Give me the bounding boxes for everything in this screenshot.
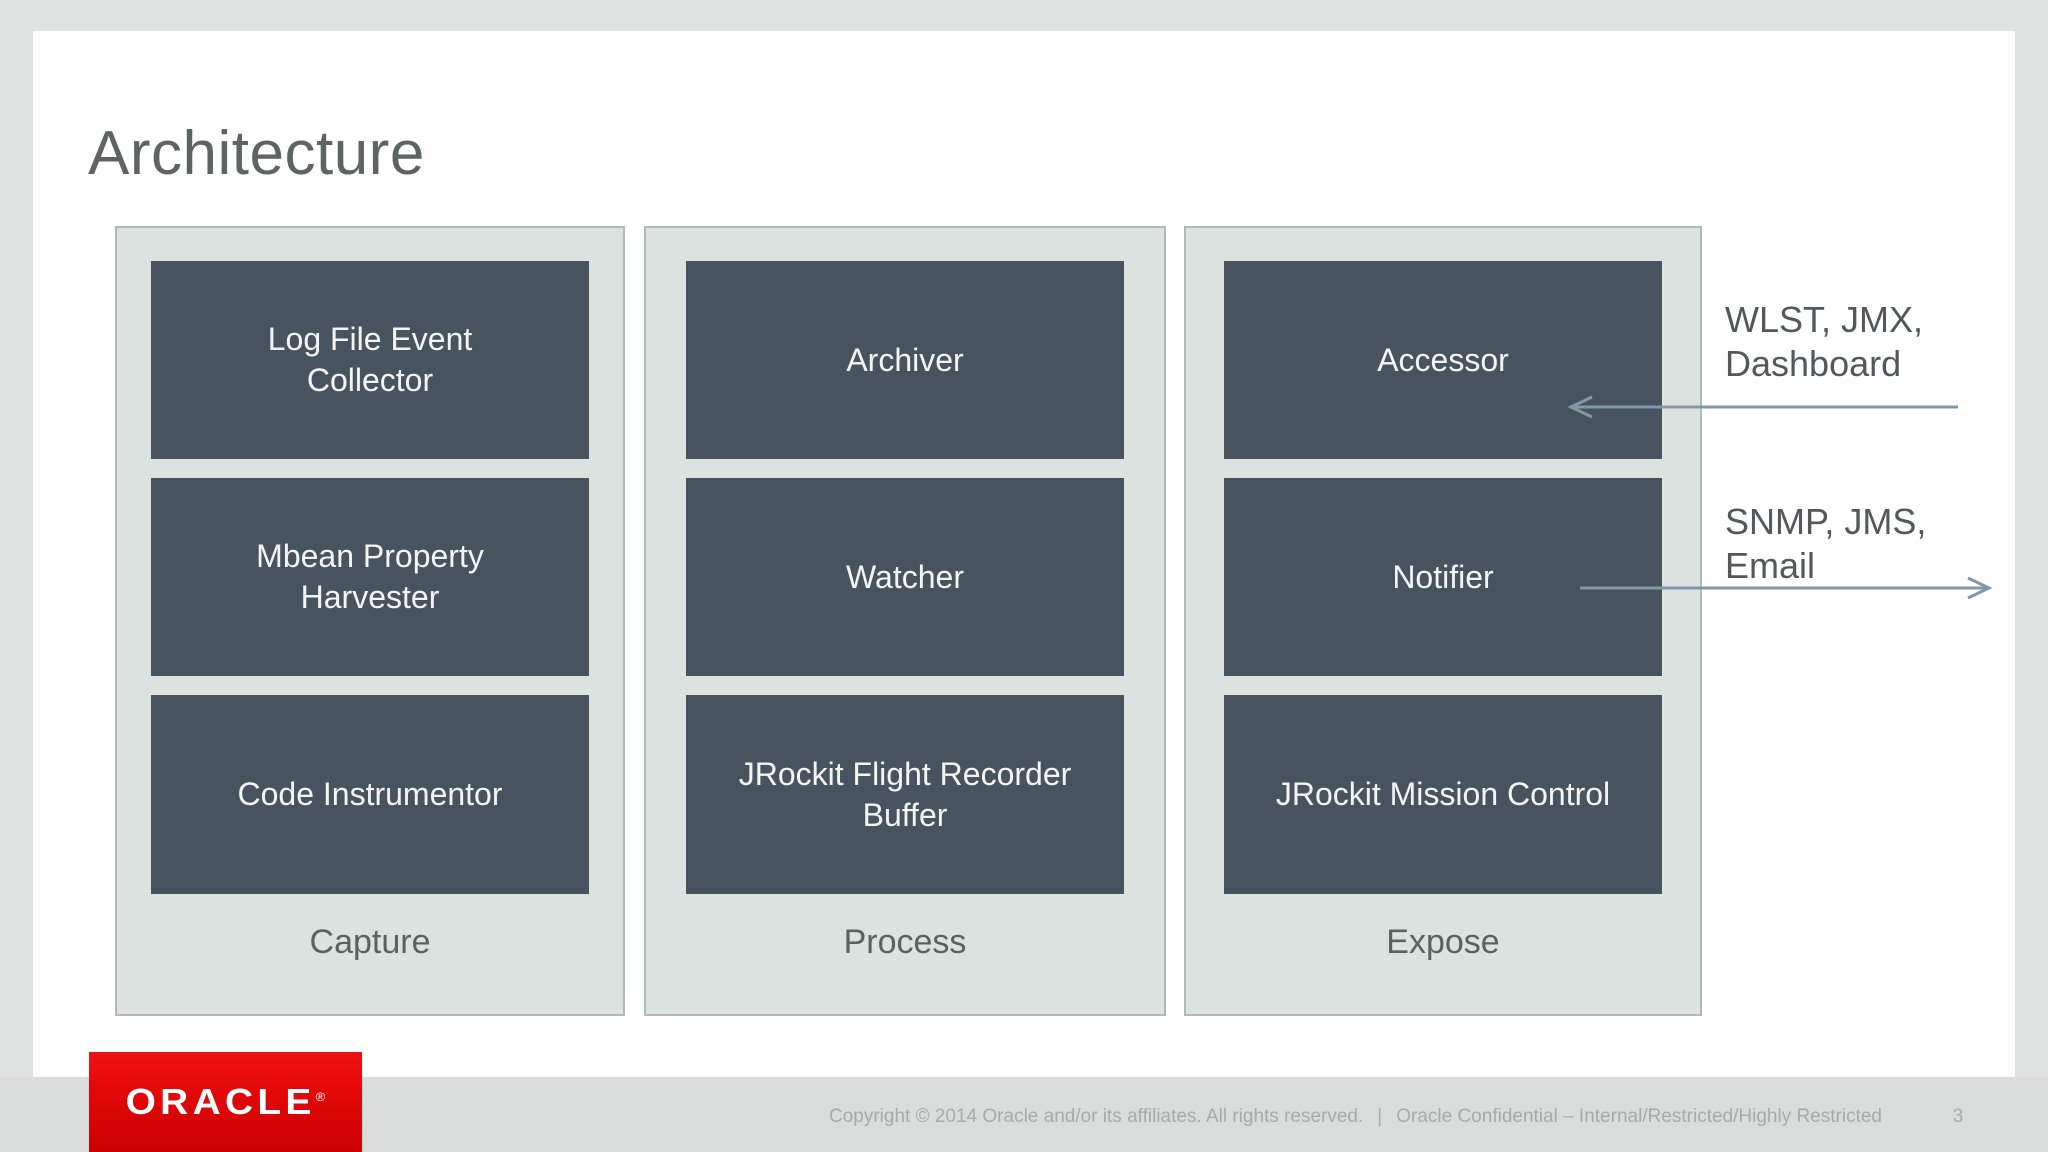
column-label-process: Process	[843, 923, 967, 961]
annotation-snmp-jms-email: SNMP, JMS, Email	[1725, 500, 1926, 588]
box-jrockit-mission-control: JRockit Mission Control	[1224, 695, 1662, 894]
box-archiver: Archiver	[686, 261, 1124, 459]
box-watcher: Watcher	[686, 478, 1124, 676]
oracle-logo: ORACLE®	[89, 1052, 362, 1152]
box-label: Log File Event	[267, 321, 473, 358]
column-process: Archiver Watcher JRockit Flight Recorder…	[644, 226, 1166, 1016]
arrow-right-icon	[1580, 576, 1993, 600]
arrow-left-icon	[1567, 395, 1958, 419]
annotation-line: WLST, JMX,	[1725, 299, 1924, 340]
column-expose: Accessor Notifier JRockit Mission Contro…	[1184, 226, 1702, 1016]
registered-trademark-icon: ®	[315, 1090, 326, 1104]
oracle-logo-text: ORACLE®	[126, 1081, 326, 1123]
box-code-instrumentor: Code Instrumentor	[151, 695, 589, 894]
box-label: JRockit Flight Recorder	[738, 755, 1072, 792]
column-label-capture: Capture	[309, 923, 431, 961]
page-number: 3	[1952, 1106, 1964, 1127]
box-label: JRockit Mission Control	[1275, 776, 1611, 813]
annotation-wlst-jmx-dashboard: WLST, JMX, Dashboard	[1725, 298, 1923, 386]
box-jrockit-flight-recorder-buffer: JRockit Flight Recorder Buffer	[686, 695, 1124, 894]
box-label: Accessor	[1377, 341, 1509, 378]
box-label: Collector	[306, 362, 434, 398]
box-log-file-event-collector: Log File Event Collector	[151, 261, 589, 459]
oracle-wordmark: ORACLE	[125, 1081, 316, 1122]
page-title: Architecture	[88, 119, 425, 188]
footer-separator: |	[1377, 1106, 1383, 1127]
column-capture: Log File Event Collector Mbean Property …	[115, 226, 625, 1016]
confidential-text: Oracle Confidential – Internal/Restricte…	[1396, 1106, 1882, 1127]
column-label-expose: Expose	[1386, 923, 1500, 961]
box-accessor: Accessor	[1224, 261, 1662, 459]
box-label: Buffer	[862, 796, 948, 833]
box-notifier: Notifier	[1224, 478, 1662, 676]
box-label: Code Instrumentor	[237, 776, 503, 813]
box-label: Archiver	[846, 341, 964, 378]
box-label: Watcher	[846, 558, 964, 595]
box-label: Mbean Property	[256, 538, 484, 575]
box-mbean-property-harvester: Mbean Property Harvester	[151, 478, 589, 676]
copyright-text: Copyright © 2014 Oracle and/or its affil…	[828, 1106, 1364, 1127]
footer-copyright-line: Copyright © 2014 Oracle and/or its affil…	[829, 1104, 1882, 1130]
box-label: Harvester	[300, 579, 440, 615]
annotation-line: SNMP, JMS,	[1725, 501, 1927, 542]
box-label: Notifier	[1392, 558, 1494, 595]
annotation-line: Dashboard	[1725, 342, 1902, 384]
annotation-line: Email	[1725, 544, 1816, 586]
